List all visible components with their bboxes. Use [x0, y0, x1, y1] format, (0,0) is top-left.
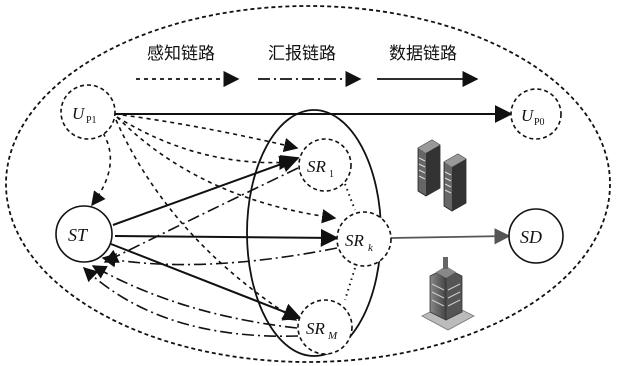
node-up1: U P1 [60, 84, 116, 140]
node-up0-label: U [521, 106, 535, 125]
node-st: ST [55, 205, 113, 263]
sense-up1-sr1-a [114, 113, 299, 153]
node-srm-sub: M [327, 330, 338, 342]
node-up0-sub: P0 [534, 117, 545, 128]
node-srk: SR k [336, 211, 392, 267]
report-srm-st-a [91, 265, 298, 329]
node-srk-sub: k [368, 242, 374, 254]
node-srk-label: SR [345, 231, 365, 250]
data-st-srk [114, 228, 339, 247]
legend-sensing-label: 感知链路 [147, 44, 215, 64]
data-st-srm [110, 243, 302, 321]
node-sr1: SR 1 [298, 138, 352, 192]
links [82, 105, 513, 338]
relay-dots-upper [344, 183, 356, 211]
node-sd-label: SD [520, 227, 542, 247]
server-rack-icon [417, 139, 467, 212]
node-srm: SR M [297, 299, 353, 355]
node-up1-sub: P1 [86, 115, 97, 126]
node-sr1-sub: 1 [329, 169, 334, 180]
sense-up1-srm [115, 119, 298, 321]
node-sd: SD [508, 208, 564, 264]
node-up1-label: U [72, 104, 86, 123]
data-srk-sd [390, 228, 511, 245]
report-sr1-st [103, 167, 299, 263]
node-srm-label: SR [306, 319, 326, 338]
node-up0: U P0 [510, 88, 562, 140]
sense-up1-sr1-b [116, 116, 294, 171]
data-st-sr1 [112, 155, 300, 226]
report-srm-st-b [82, 267, 299, 338]
building-icon [421, 257, 475, 331]
sense-up1-srk [116, 116, 337, 224]
legend-report-label: 汇报链路 [268, 44, 336, 64]
legend-data-label: 数据链路 [389, 44, 457, 64]
legend: 感知链路 汇报链路 数据链路 [136, 44, 479, 88]
node-st-label: ST [68, 225, 89, 245]
relay-dots-lower [344, 267, 356, 301]
sense-up1-st [91, 132, 112, 207]
outer-boundary [5, 5, 611, 363]
node-sr1-label: SR [307, 157, 327, 176]
